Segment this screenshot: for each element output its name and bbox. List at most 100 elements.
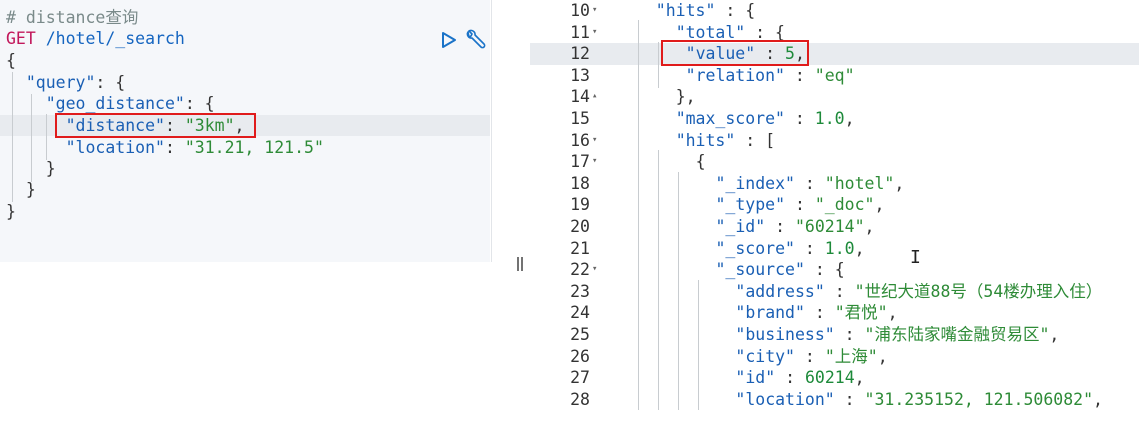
response-line[interactable]: 19"_type" : "_doc", <box>530 194 1139 216</box>
code-token: "business" <box>735 325 835 344</box>
code-content: "hits" : [ <box>676 130 775 152</box>
line-number: 27 <box>570 368 590 388</box>
response-line[interactable]: 26"city" : "上海", <box>530 346 1139 368</box>
wrench-icon[interactable] <box>464 29 486 51</box>
response-line[interactable]: 28"location" : "31.235152, 121.506082", <box>530 389 1139 411</box>
indent-guide <box>638 20 639 410</box>
code-token: "31.21, 121.5" <box>184 138 324 157</box>
fold-down-icon[interactable]: ▾ <box>592 264 598 275</box>
response-viewer[interactable]: 10▾"hits" : {11▾"total" : {12"value" : 5… <box>530 0 1139 410</box>
code-token: "id" <box>735 368 776 388</box>
code-token: : { <box>184 94 215 113</box>
code-token: : <box>834 389 865 409</box>
line-number: 14 <box>570 87 590 107</box>
splitter-handle-icon[interactable] <box>514 254 526 274</box>
response-line[interactable]: 27"id" : 60214, <box>530 367 1139 389</box>
fold-down-icon[interactable]: ▾ <box>592 156 598 167</box>
request-line[interactable]: } <box>6 158 56 179</box>
line-number: 23 <box>570 281 590 301</box>
code-token: , <box>234 116 245 135</box>
response-line[interactable]: 22▾"_source" : { <box>530 259 1139 281</box>
indent-guide <box>678 172 679 410</box>
code-token: "_score" <box>715 238 795 258</box>
code-token: "3km" <box>184 116 235 135</box>
code-token: : <box>784 109 815 128</box>
response-line[interactable]: 17▾{ <box>530 151 1139 173</box>
fold-down-icon[interactable]: ▾ <box>592 5 598 15</box>
code-token: "_id" <box>715 217 766 236</box>
play-icon[interactable] <box>441 31 457 49</box>
response-line[interactable]: 18"_index" : "hotel", <box>530 173 1139 195</box>
code-token: : { <box>745 22 785 42</box>
line-number: 21 <box>570 238 590 258</box>
response-line[interactable]: 11▾"total" : { <box>530 22 1139 44</box>
response-line[interactable]: 15"max_score" : 1.0, <box>530 108 1139 130</box>
code-token: # distance查询 <box>6 8 139 27</box>
code-token: "hits" <box>655 1 716 20</box>
fold-down-icon[interactable]: ▾ <box>592 26 598 37</box>
line-number: 20 <box>570 217 590 236</box>
code-token: } <box>6 202 16 221</box>
code-content: "_type" : "_doc", <box>716 194 885 216</box>
fold-up-icon[interactable]: ▴ <box>592 91 598 102</box>
text-cursor-icon: I <box>910 247 921 268</box>
code-token: "hits" <box>675 130 736 150</box>
response-line[interactable]: 14▴}, <box>530 86 1139 108</box>
code-content: "location" : "31.235152, 121.506082", <box>735 389 1103 411</box>
request-line[interactable]: # distance查询 <box>6 7 138 28</box>
code-token: , <box>887 303 898 323</box>
code-token: "世纪大道88号（54楼办理入住） <box>854 281 1103 301</box>
code-token: , <box>1049 325 1060 344</box>
code-token: : <box>834 325 865 344</box>
request-line[interactable]: "location": "31.21, 121.5" <box>6 137 324 158</box>
request-line[interactable]: } <box>6 201 16 222</box>
indent-guide <box>31 94 32 182</box>
code-token: , <box>894 173 905 193</box>
code-token: "31.235152, 121.506082" <box>864 389 1094 409</box>
code-content: "brand" : "君悦", <box>735 302 897 324</box>
code-content: "max_score" : 1.0, <box>676 108 855 130</box>
code-content: "address" : "世纪大道88号（54楼办理入住） <box>735 281 1102 303</box>
response-line[interactable]: 23 "address" : "世纪大道88号（54楼办理入住） <box>530 281 1139 303</box>
response-line[interactable]: 10▾ "hits" : { <box>530 0 1139 22</box>
code-content: "total" : { <box>676 22 785 44</box>
fold-down-icon[interactable]: ▾ <box>592 134 598 145</box>
active-line-highlight <box>0 115 490 136</box>
code-token: "relation" <box>685 65 785 85</box>
request-line[interactable]: "distance": "3km", <box>6 115 245 136</box>
line-number: 18 <box>570 173 590 193</box>
code-token: 5 <box>785 44 795 64</box>
code-token: : <box>755 44 785 64</box>
code-token: } <box>6 180 36 199</box>
line-number: 13 <box>570 65 590 85</box>
code-token: , <box>864 217 875 236</box>
response-line[interactable]: 21"_score" : 1.0, <box>530 238 1139 260</box>
code-token: : [ <box>735 130 776 150</box>
request-line[interactable]: "query": { <box>6 72 125 93</box>
code-token: GET <box>6 29 36 48</box>
code-token: "_index" <box>715 173 795 193</box>
response-line[interactable]: 25"business" : "浦东陆家嘴金融贸易区", <box>530 324 1139 346</box>
request-line[interactable]: } <box>6 179 36 200</box>
code-token: "eq" <box>814 65 855 85</box>
line-number: 10 <box>570 1 590 20</box>
code-token: 1.0 <box>814 109 845 128</box>
indent-guide <box>658 150 659 410</box>
request-line[interactable]: GET /hotel/_search <box>6 28 185 49</box>
request-line[interactable]: "geo_distance": { <box>6 93 215 114</box>
code-token: : <box>164 116 185 135</box>
response-line[interactable]: 12"value" : 5, <box>530 43 1139 65</box>
line-number: 17 <box>570 152 590 172</box>
code-token: "hotel" <box>824 173 895 193</box>
code-token: : { <box>95 73 126 92</box>
code-token: /hotel/_search <box>35 29 185 48</box>
code-token: "location" <box>735 389 835 409</box>
distance-highlight-box <box>55 113 256 138</box>
request-line[interactable]: { <box>6 50 16 71</box>
code-token: : { <box>715 1 756 20</box>
response-line[interactable]: 13"relation" : "eq" <box>530 65 1139 87</box>
response-line[interactable]: 16▾"hits" : [ <box>530 130 1139 152</box>
response-line[interactable]: 24"brand" : "君悦", <box>530 302 1139 324</box>
response-line[interactable]: 20"_id" : "60214", <box>530 216 1139 238</box>
